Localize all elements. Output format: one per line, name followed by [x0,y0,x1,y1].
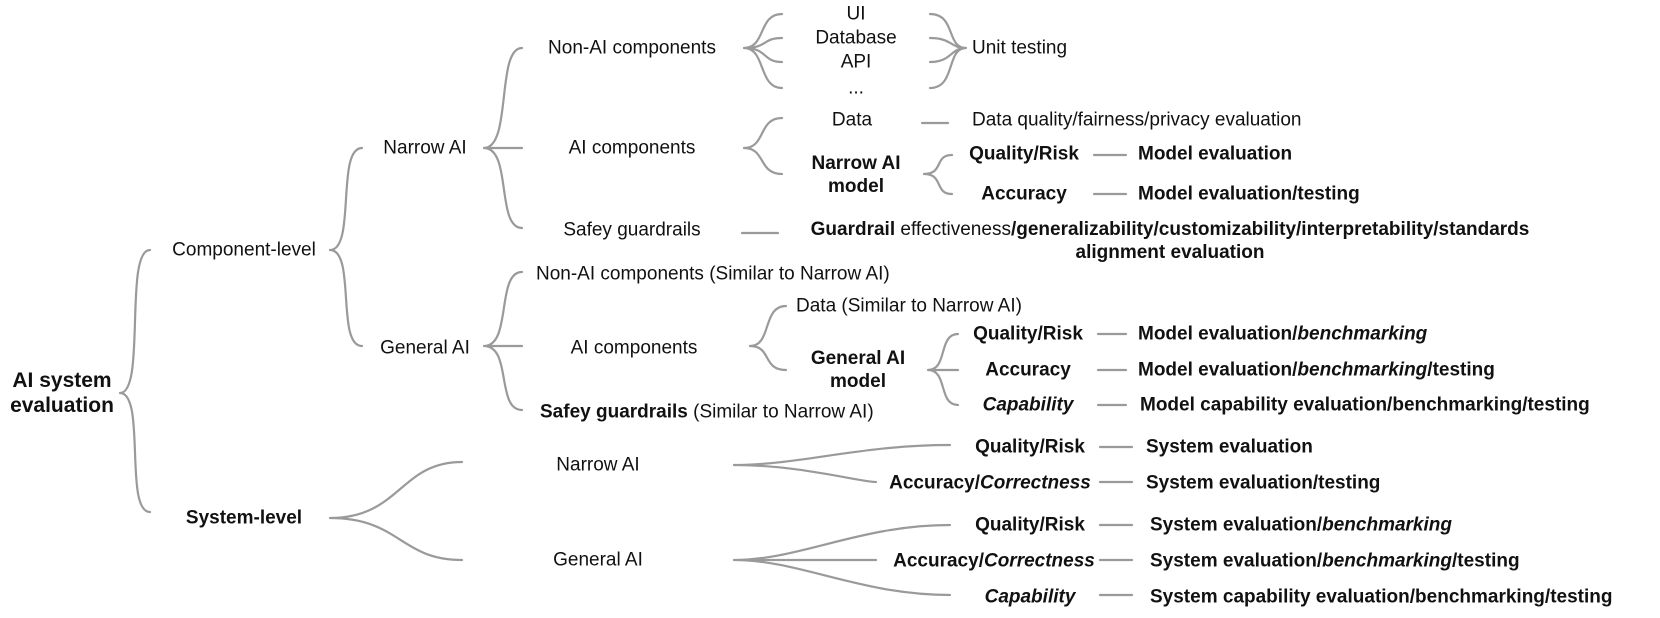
root-line1: AI system [12,369,112,392]
connector-system-general [732,523,952,597]
narrow-ai-components: AI components [568,137,696,159]
general-guardrails-bold: Safey guardrails [540,401,688,423]
system-general-quality-method-b: benchmarking [1322,514,1452,536]
connector-system [328,460,464,562]
connector-general-model [926,332,960,407]
system-general-capability: Capability [984,586,1076,608]
system-narrow-accuracy-b: Correctness [979,472,1091,494]
item-api: API [840,51,872,73]
item-ellipsis: ... [848,77,864,99]
system-general-accuracy-method-c: /testing [1452,550,1520,572]
connector-system-narrow [732,443,952,484]
narrow-quality-risk: Quality/Risk [969,143,1079,165]
general-model-line2: model [830,371,886,392]
root-line2: evaluation [10,394,114,417]
general-capability-method: Model capability evaluation/benchmarking… [1140,394,1590,416]
system-general-accuracy-method: System evaluation/benchmarking/testing [1150,550,1520,573]
narrow-ai-node: Narrow AI [383,137,467,159]
narrow-non-ai-components: Non-AI components [548,37,716,59]
unit-testing: Unit testing [972,37,1068,59]
general-quality-method-a: Model evaluation/ [1138,323,1298,345]
system-general-ai-node: General AI [553,549,643,571]
general-capability: Capability [982,394,1074,416]
guardrail-qualities: /generalizability/customizability/interp… [1010,219,1530,240]
general-accuracy-method-b: benchmarking [1297,359,1428,381]
narrow-model-line2: model [828,176,884,197]
connector-root [118,248,152,514]
narrow-quality-method: Model evaluation [1138,143,1293,165]
system-general-capability-method: System capability evaluation/benchmarkin… [1150,586,1613,608]
system-narrow-quality-risk: Quality/Risk [975,436,1085,458]
system-general-accuracy-method-b: benchmarking [1322,550,1452,572]
system-narrow-accuracy: Accuracy/Correctness [889,472,1091,495]
guardrail-method-line2: alignment evaluation [1075,242,1265,263]
narrow-data-method: Data quality/fairness/privacy evaluation [972,109,1302,131]
general-data-node: Data (Similar to Narrow AI) [796,295,1022,317]
general-accuracy-method-a: Model evaluation/ [1138,359,1298,381]
connector-general [482,270,524,412]
narrow-safety-guardrails: Safey guardrails [563,219,701,241]
general-ai-node: General AI [380,337,470,359]
general-quality-method: Model evaluation/benchmarking [1138,323,1427,346]
system-narrow-accuracy-method: System evaluation/testing [1146,472,1381,494]
general-ai-components: AI components [570,337,698,359]
general-accuracy-method: Model evaluation/benchmarking/testing [1138,359,1495,382]
item-database: Database [815,27,897,49]
general-model-line1: General AI [810,348,906,369]
narrow-model-line1: Narrow AI [811,153,901,174]
general-non-ai-components: Non-AI components (Similar to Narrow AI) [536,263,890,285]
general-quality-risk: Quality/Risk [973,323,1083,345]
connector-nonai-items [742,12,784,90]
item-ui: UI [846,3,866,25]
connector-component [328,146,364,348]
narrow-accuracy-method: Model evaluation/testing [1138,183,1360,205]
guardrail-method: Guardrail effectiveness/generalizability… [811,218,1530,264]
connector-narrow [482,46,524,230]
guardrail-word: Guardrail [810,219,896,240]
system-general-accuracy: Accuracy/Correctness [893,550,1095,573]
general-guardrails-note: (Similar to Narrow AI) [687,401,874,423]
general-quality-method-b: benchmarking [1297,323,1428,345]
general-accuracy: Accuracy [985,359,1071,381]
narrow-accuracy: Accuracy [981,183,1067,205]
connector-items-unit [928,12,968,90]
narrow-data-node: Data [831,109,873,131]
narrow-ai-model-node: Narrow AI model [811,152,900,198]
system-general-accuracy-method-a: System evaluation/ [1150,550,1323,572]
system-general-accuracy-a: Accuracy/ [893,550,984,572]
component-level-node: Component-level [172,239,316,261]
connector-narrow-ai [742,116,784,176]
general-ai-model-node: General AI model [811,347,905,393]
system-general-quality-risk: Quality/Risk [975,514,1085,536]
system-narrow-ai-node: Narrow AI [556,454,640,476]
system-general-quality-method: System evaluation/benchmarking [1150,514,1452,537]
guardrail-method-line1: Guardrail effectiveness/generalizability… [811,218,1530,241]
system-narrow-quality-method: System evaluation [1146,436,1313,458]
connector-narrow-model [922,153,954,196]
system-general-quality-method-a: System evaluation/ [1150,514,1323,536]
connector-general-ai [748,304,788,372]
root-node: AI system evaluation [10,368,114,418]
system-narrow-accuracy-a: Accuracy/ [889,472,980,494]
system-general-accuracy-b: Correctness [983,550,1095,572]
guardrail-effectiveness: effectiveness [895,219,1011,240]
general-safety-guardrails: Safey guardrails (Similar to Narrow AI) [540,401,874,424]
system-level-node: System-level [185,507,303,529]
general-accuracy-method-c: /testing [1427,359,1495,381]
